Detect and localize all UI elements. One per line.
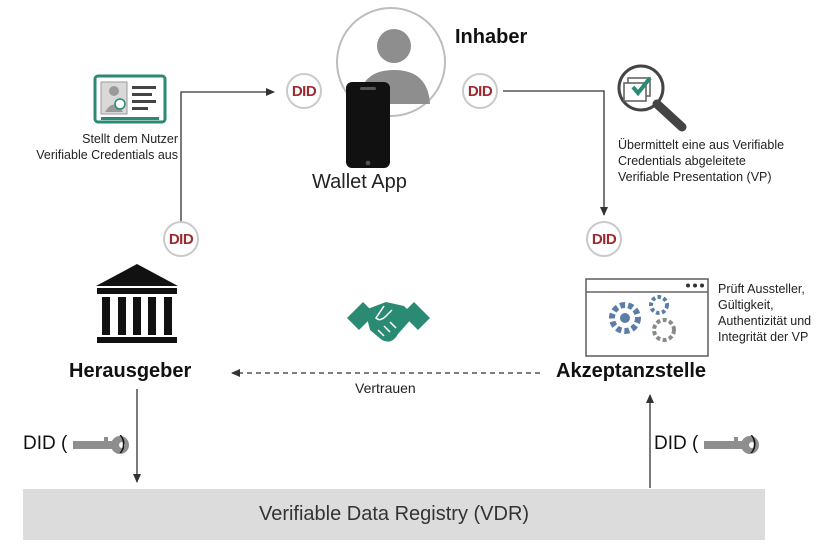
verifier-note-line: Prüft Aussteller, (718, 282, 805, 296)
presentation-note-line: Credentials abgeleitete (618, 154, 746, 168)
presentation-note: Übermittelt eine aus Verifiable Credenti… (618, 137, 784, 185)
key-icon (73, 436, 129, 454)
smartphone-icon (346, 82, 390, 168)
gears-window-icon (585, 278, 709, 357)
did-key-prefix: DID ( (23, 433, 68, 454)
did-key-right: DID ( ) (654, 433, 757, 455)
credential-card-icon (93, 74, 167, 124)
verifiable-data-registry: Verifiable Data Registry (VDR) (23, 489, 765, 540)
wallet-app-label: Wallet App (312, 171, 407, 193)
verifier-note-line: Authentizität und (718, 314, 812, 328)
handshake-icon (347, 302, 430, 342)
document-search-icon (617, 64, 687, 132)
issuer-note: Stellt dem Nutzer Verifiable Credentials… (28, 131, 178, 163)
presentation-note-line: Übermittelt eine aus Verifiable (618, 138, 785, 152)
did-badge-issuer: DID (163, 221, 199, 257)
did-key-left: DID ( ) (23, 433, 126, 455)
issuer-to-holder-arrow (180, 88, 275, 222)
did-key-prefix: DID ( (654, 433, 699, 454)
did-badge-holder-in: DID (286, 73, 322, 109)
issuer-note-line: Verifiable Credentials aus (36, 148, 178, 162)
issuer-note-line: Stellt dem Nutzer (82, 132, 178, 146)
bank-building-icon (96, 264, 178, 343)
registry-label: Verifiable Data Registry (VDR) (258, 503, 530, 525)
verifier-note-line: Gültigkeit, (718, 298, 774, 312)
holder-label: Inhaber (455, 26, 528, 48)
holder-to-verifier-arrow (503, 90, 608, 216)
verifier-label: Akzeptanzstelle (556, 360, 707, 382)
did-badge-holder-out: DID (462, 73, 498, 109)
trust-label: Vertrauen (355, 380, 416, 396)
did-key-suffix: ) (119, 433, 126, 454)
verifier-note-line: Integrität der VP (718, 330, 809, 344)
key-icon (704, 436, 759, 454)
did-badge-verifier: DID (586, 221, 622, 257)
issuer-label: Herausgeber (69, 360, 192, 382)
did-key-suffix: ) (750, 433, 757, 454)
presentation-note-line: Verifiable Presentation (VP) (618, 170, 772, 184)
verifier-note: Prüft Aussteller, Gültigkeit, Authentizi… (718, 281, 811, 345)
